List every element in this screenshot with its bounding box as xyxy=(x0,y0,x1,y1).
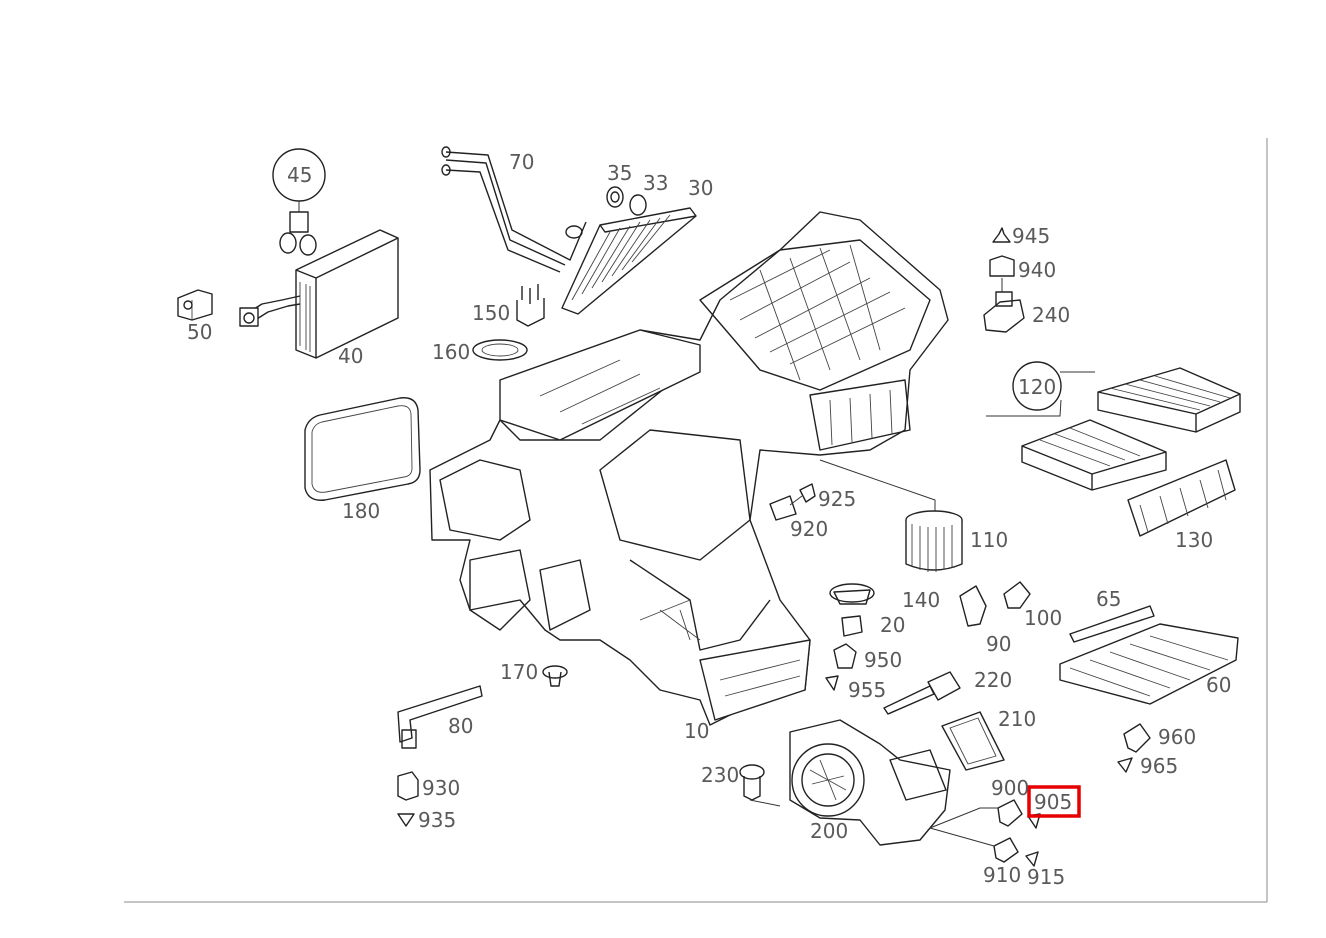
callout-33[interactable]: 33 xyxy=(643,171,668,195)
part-33-ring xyxy=(629,194,647,216)
part-65-strip xyxy=(1069,605,1155,643)
callout-160[interactable]: 160 xyxy=(432,340,470,364)
callout-920[interactable]: 920 xyxy=(790,517,828,541)
callout-40[interactable]: 40 xyxy=(338,344,363,368)
part-945 xyxy=(992,227,1011,243)
part-965 xyxy=(1117,757,1133,773)
callout-140[interactable]: 140 xyxy=(902,588,940,612)
part-30-heater-core xyxy=(561,207,697,315)
part-35-plug xyxy=(606,186,624,208)
part-150 xyxy=(516,284,545,327)
callout-30[interactable]: 30 xyxy=(688,176,713,200)
callout-955[interactable]: 955 xyxy=(848,678,886,702)
callout-950[interactable]: 950 xyxy=(864,648,902,672)
callout-110[interactable]: 110 xyxy=(970,528,1008,552)
part-70-pipes xyxy=(441,146,587,273)
part-180-seal xyxy=(304,397,421,501)
callout-930[interactable]: 930 xyxy=(422,776,460,800)
callout-960[interactable]: 960 xyxy=(1158,725,1196,749)
part-60 xyxy=(1059,623,1239,705)
callout-65[interactable]: 65 xyxy=(1096,587,1121,611)
part-90 xyxy=(959,585,987,627)
callout-925[interactable]: 925 xyxy=(818,487,856,511)
callout-230[interactable]: 230 xyxy=(701,763,739,787)
part-960 xyxy=(1123,723,1151,753)
callout-80[interactable]: 80 xyxy=(448,714,473,738)
callout-935[interactable]: 935 xyxy=(418,808,456,832)
callout-945[interactable]: 945 xyxy=(1012,224,1050,248)
part-230-screw xyxy=(739,764,765,801)
part-20 xyxy=(841,615,863,637)
part-940 xyxy=(989,255,1015,277)
part-925 xyxy=(799,483,816,503)
part-920 xyxy=(769,495,803,521)
callout-915[interactable]: 915 xyxy=(1027,865,1065,889)
part-210-frame xyxy=(941,711,1005,771)
callout-60[interactable]: 60 xyxy=(1206,673,1231,697)
callout-20[interactable]: 20 xyxy=(880,613,905,637)
part-930 xyxy=(397,771,419,801)
part-240 xyxy=(983,278,1025,333)
callout-45[interactable]: 45 xyxy=(287,163,312,187)
callout-180[interactable]: 180 xyxy=(342,499,380,523)
highlight-box-905 xyxy=(1027,785,1081,818)
part-900 xyxy=(929,799,1023,829)
callout-130[interactable]: 130 xyxy=(1175,528,1213,552)
part-120-filters xyxy=(986,361,1241,491)
callout-900[interactable]: 900 xyxy=(991,776,1029,800)
part-910 xyxy=(929,827,1019,863)
callout-10[interactable]: 10 xyxy=(684,719,709,743)
callout-35[interactable]: 35 xyxy=(607,161,632,185)
part-160-gasket xyxy=(472,339,528,361)
part-80 xyxy=(397,685,483,749)
callout-210[interactable]: 210 xyxy=(998,707,1036,731)
callout-90[interactable]: 90 xyxy=(986,632,1011,656)
callout-150[interactable]: 150 xyxy=(472,301,510,325)
callout-910[interactable]: 910 xyxy=(983,863,1021,887)
callout-940[interactable]: 940 xyxy=(1018,258,1056,282)
part-170 xyxy=(542,665,568,687)
part-140 xyxy=(829,583,875,605)
part-50-valve xyxy=(177,289,213,321)
callout-50[interactable]: 50 xyxy=(187,320,212,344)
part-130 xyxy=(1127,459,1236,537)
callout-905[interactable]: 905 xyxy=(1034,790,1072,814)
part-100 xyxy=(1003,581,1031,609)
part-45-clips xyxy=(272,148,326,256)
callout-965[interactable]: 965 xyxy=(1140,754,1178,778)
part-200-blower xyxy=(749,719,951,846)
callout-100[interactable]: 100 xyxy=(1024,606,1062,630)
callout-200[interactable]: 200 xyxy=(810,819,848,843)
part-915 xyxy=(1025,851,1039,867)
part-10-housing xyxy=(429,211,949,726)
callout-120[interactable]: 120 xyxy=(1018,375,1056,399)
callout-70[interactable]: 70 xyxy=(509,150,534,174)
part-950 xyxy=(833,643,857,669)
callout-240[interactable]: 240 xyxy=(1032,303,1070,327)
callout-170[interactable]: 170 xyxy=(500,660,538,684)
callout-220[interactable]: 220 xyxy=(974,668,1012,692)
part-220-sensor xyxy=(883,671,961,715)
part-40-evaporator xyxy=(239,229,399,359)
part-110-motor xyxy=(819,459,963,572)
part-955 xyxy=(825,675,839,691)
part-935 xyxy=(397,813,415,827)
